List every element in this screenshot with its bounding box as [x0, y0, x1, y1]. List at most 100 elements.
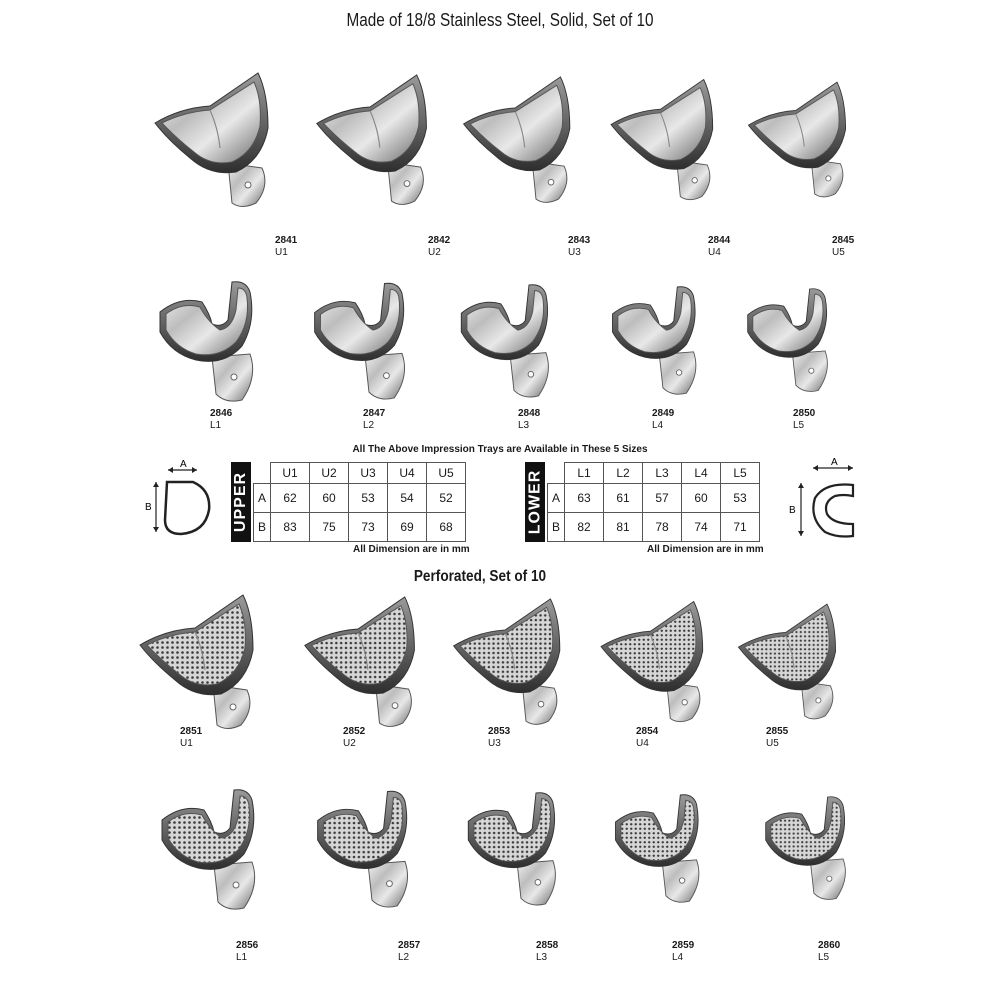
tray-size: U2	[343, 738, 356, 749]
perforated-lower-tray-image	[306, 770, 436, 920]
tray-size: L3	[536, 952, 548, 963]
solid-lower-tray-image	[303, 262, 433, 412]
tray-code: 2841	[275, 235, 298, 246]
table-header-cell: L5	[720, 462, 760, 484]
tray-code: 2853	[488, 726, 511, 737]
tray-size: U2	[428, 247, 441, 258]
solid-upper-tray-image	[735, 68, 865, 218]
tray-code: 2854	[636, 726, 659, 737]
dimension-b-label: B	[145, 502, 152, 513]
table-header-cell: L1	[564, 462, 604, 484]
solid-lower-tray-image	[730, 262, 860, 412]
table-cell: 57	[642, 483, 682, 513]
tray-size: L3	[518, 420, 530, 431]
table-cell: 54	[387, 483, 427, 513]
table-row-label: B	[253, 512, 271, 542]
perforated-upper-tray-image	[135, 590, 265, 740]
availability-note: All The Above Impression Trays are Avail…	[352, 444, 648, 455]
tray-code: 2843	[568, 235, 591, 246]
tray-code: 2847	[363, 408, 386, 419]
perforated-lower-tray-image	[455, 770, 585, 920]
tray-size: U5	[832, 247, 845, 258]
table-cell: 75	[309, 512, 349, 542]
table-cell: 68	[426, 512, 466, 542]
solid-lower-tray-image	[597, 262, 727, 412]
table-corner-cell	[547, 462, 565, 484]
solid-lower-tray-image	[150, 262, 280, 412]
table-row-label: A	[253, 483, 271, 513]
perforated-upper-tray-image	[298, 590, 428, 740]
table-header-cell: L4	[681, 462, 721, 484]
upper-tray-dimension-diagram: A B	[145, 460, 211, 536]
tray-size: L4	[672, 952, 684, 963]
table-cell: 60	[309, 483, 349, 513]
tray-size: L1	[210, 420, 222, 431]
table-cell: 78	[642, 512, 682, 542]
page-title: Made of 18/8 Stainless Steel, Solid, Set…	[346, 10, 654, 30]
tray-code: 2844	[708, 235, 731, 246]
solid-lower-tray-image	[448, 262, 578, 412]
table-header-cell: U3	[348, 462, 388, 484]
tray-size: U4	[636, 738, 649, 749]
tray-size: L4	[652, 420, 664, 431]
tray-size: L5	[793, 420, 805, 431]
tray-code: 2848	[518, 408, 541, 419]
solid-upper-tray-image	[310, 68, 440, 218]
tray-code: 2852	[343, 726, 366, 737]
upper-table-side-label: UPPER	[231, 462, 251, 542]
tray-size: L1	[236, 952, 248, 963]
perforated-lower-tray-image	[748, 770, 878, 920]
tray-size: U3	[488, 738, 501, 749]
perforated-upper-tray-image	[445, 590, 575, 740]
tray-code: 2857	[398, 940, 421, 951]
lower-tray-dimension-diagram: A B	[789, 458, 855, 538]
tray-size: U1	[275, 247, 288, 258]
table-header-cell: U1	[270, 462, 310, 484]
tray-code: 2851	[180, 726, 203, 737]
perforated-upper-tray-image	[725, 590, 855, 740]
upper-dimension-note: All Dimension are in mm	[353, 544, 470, 555]
tray-size: L2	[363, 420, 375, 431]
tray-code: 2858	[536, 940, 559, 951]
table-cell: 61	[603, 483, 643, 513]
table-row-label: B	[547, 512, 565, 542]
tray-code: 2842	[428, 235, 451, 246]
table-cell: 63	[564, 483, 604, 513]
table-cell: 74	[681, 512, 721, 542]
table-cell: 53	[720, 483, 760, 513]
table-cell: 81	[603, 512, 643, 542]
table-header-cell: L2	[603, 462, 643, 484]
tray-code: 2860	[818, 940, 841, 951]
table-cell: 52	[426, 483, 466, 513]
table-cell: 71	[720, 512, 760, 542]
tray-size: U3	[568, 247, 581, 258]
table-cell: 62	[270, 483, 310, 513]
perforated-upper-tray-image	[590, 590, 720, 740]
table-cell: 53	[348, 483, 388, 513]
table-corner-cell	[253, 462, 271, 484]
perforated-lower-tray-image	[600, 770, 730, 920]
table-cell: 83	[270, 512, 310, 542]
table-cell: 73	[348, 512, 388, 542]
table-header-cell: U2	[309, 462, 349, 484]
solid-upper-tray-image	[150, 68, 280, 218]
